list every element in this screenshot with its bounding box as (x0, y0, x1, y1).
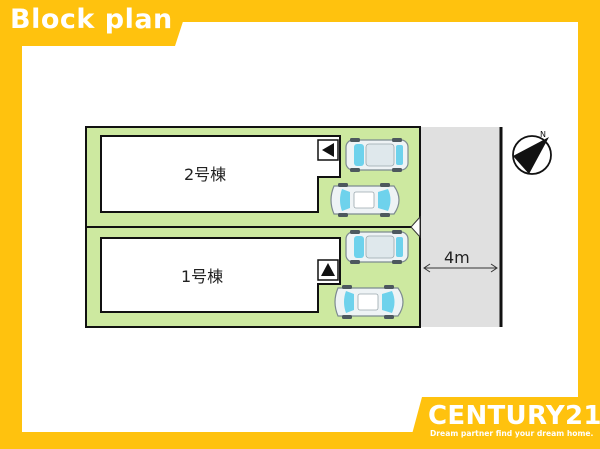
title-tab (0, 0, 190, 46)
up-arrow-icon (317, 259, 339, 281)
compass-north-icon: N (512, 130, 552, 175)
road-width-label: 4m (444, 248, 470, 267)
road-width-dimension (423, 263, 498, 273)
svg-text:N: N (540, 130, 546, 139)
brand-tab (408, 397, 600, 449)
building-2-label: 2号棟 (184, 165, 226, 184)
building-2-outline (100, 135, 341, 213)
van-icon (345, 229, 409, 265)
building-1-label: 1号棟 (181, 267, 223, 286)
sedan-icon (334, 284, 404, 320)
van-icon (345, 137, 409, 173)
building-1-outline (100, 237, 341, 313)
page-title: Block plan (10, 4, 173, 35)
left-arrow-icon (317, 139, 339, 161)
brand-tagline: Dream partner find your dream home. (430, 429, 594, 438)
lot-divider-marker (410, 215, 421, 239)
sedan-icon (330, 182, 400, 218)
brand-logo: CENTURY21 (428, 401, 600, 431)
road (420, 127, 500, 327)
